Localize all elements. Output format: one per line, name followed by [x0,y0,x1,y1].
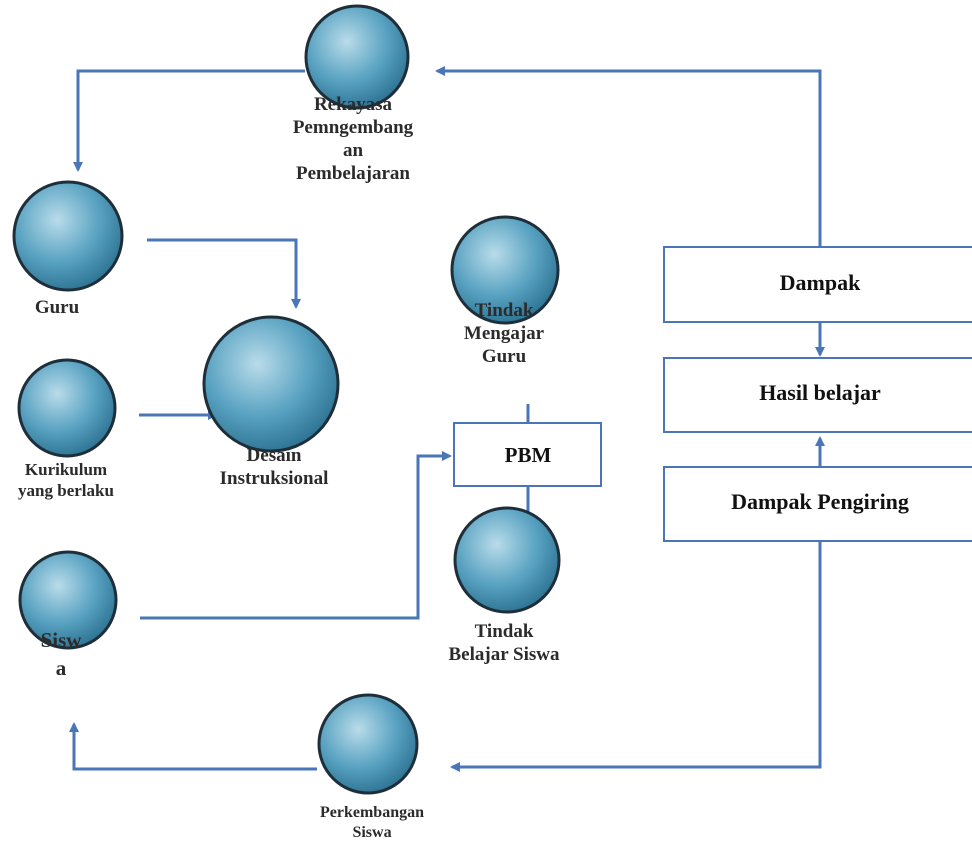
box-dampak-pengiring: Dampak Pengiring [663,466,972,542]
teaching-icon [450,215,560,325]
label-line: Rekayasa [314,94,393,115]
curriculum-icon [17,358,117,458]
box-dampak: Dampak [663,246,972,323]
box-hasil-belajar-label: Hasil belajar [759,380,881,405]
box-dampak-pengiring-label: Dampak Pengiring [731,489,909,514]
box-hasil-belajar: Hasil belajar [663,357,972,433]
arrow-rekayasa-to-guru [73,69,305,172]
arrow-siswa-to-pbm [140,451,452,620]
open-book-icon [202,315,340,453]
label-line: Guru [482,346,527,367]
label-line: Pemngembang [293,117,414,138]
label-line: Belajar Siswa [448,644,560,665]
label-line: a [56,656,67,680]
learning-icon [453,506,561,614]
connectors [69,66,825,772]
box-pbm-label: PBM [505,443,552,467]
label-line: yang berlaku [18,481,114,500]
label-line: Instruksional [220,468,329,489]
label-line: Pembelajaran [296,163,410,184]
label-line: Kurikulum [25,460,107,479]
node-kurikulum: Kurikulum yang berlaku [17,358,117,500]
box-dampak-label: Dampak [780,270,861,295]
label-line: Guru [35,297,80,318]
arrow-perkembangan-to-siswa [69,722,317,771]
label-line: Tindak [475,621,534,642]
arrow-dampak-to-rekayasa [435,66,822,247]
label-line: Sisw [41,628,83,652]
node-kurikulum-label: Kurikulum yang berlaku [18,460,114,500]
node-guru: Guru [12,180,124,318]
student-group-icon [317,693,419,795]
arrow-guru-to-desain [147,238,301,309]
node-siswa-label: Sisw a [41,628,83,680]
label-line: an [343,140,364,161]
label-line: Mengajar [464,323,545,344]
label-line: Siswa [352,824,391,841]
label-line: Perkembangan [320,804,424,821]
arrow-pengiring-to-perkembangan [450,541,822,772]
node-siswa: Sisw a [18,550,118,680]
node-guru-label: Guru [35,297,80,318]
teacher-icon [12,180,124,292]
label-line: Desain [247,445,302,466]
students-icon [18,550,118,650]
box-pbm: PBM [453,422,602,487]
label-line: Tindak [475,300,534,321]
person-reading-icon [304,4,410,110]
